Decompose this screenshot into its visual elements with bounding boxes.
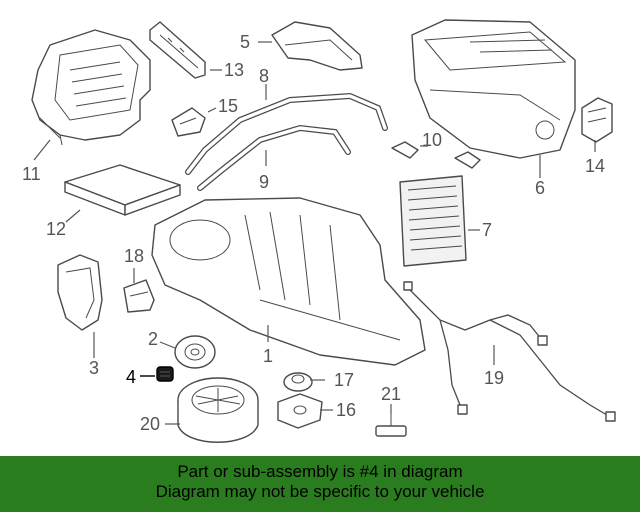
part-11-air-inlet-housing[interactable]: [31, 29, 151, 146]
callout-1: 1: [263, 346, 273, 366]
part-3-scroll[interactable]: [57, 254, 103, 331]
part-12-cabin-filter[interactable]: [64, 164, 181, 216]
part-17-grommet[interactable]: [283, 372, 313, 392]
part-21-sensor[interactable]: [375, 414, 407, 437]
callout-16: 16: [336, 400, 356, 420]
callout-8: 8: [259, 66, 269, 86]
part-7-heater-core[interactable]: [399, 175, 467, 267]
part-10-clips[interactable]: [391, 141, 481, 169]
callout-14: 14: [585, 156, 605, 176]
callout-21: 21: [381, 384, 401, 404]
info-banner: Part or sub-assembly is #4 in diagram Di…: [0, 456, 640, 512]
callout-labels: 5 13 8 15 10 14 11 9 6 12 7 18 2 1 3 19 …: [22, 32, 605, 434]
callout-2: 2: [148, 329, 158, 349]
callout-15: 15: [218, 96, 238, 116]
part-19-wiring-harness[interactable]: [403, 281, 616, 422]
callout-7: 7: [482, 220, 492, 240]
callout-20: 20: [140, 414, 160, 434]
part-6-hvac-case[interactable]: [411, 19, 576, 159]
part-8-hose[interactable]: [185, 92, 388, 175]
part-16-bracket[interactable]: [277, 393, 323, 429]
banner-line-1: Part or sub-assembly is #4 in diagram: [177, 462, 463, 481]
callout-12: 12: [46, 219, 66, 239]
part-5-duct[interactable]: [271, 21, 363, 71]
callout-9: 9: [259, 172, 269, 192]
part-15-module[interactable]: [171, 107, 206, 137]
callout-3: 3: [89, 358, 99, 378]
part-4-highlighted[interactable]: [156, 366, 174, 382]
callout-19: 19: [484, 368, 504, 388]
callout-4: 4: [126, 367, 136, 387]
callout-10: 10: [422, 130, 442, 150]
part-14-actuator[interactable]: [581, 97, 613, 143]
part-1-hvac-housing[interactable]: [151, 197, 426, 366]
part-20-blower-motor[interactable]: [177, 377, 259, 443]
part-9-hose[interactable]: [197, 124, 351, 191]
banner-line-2: Diagram may not be specific to your vehi…: [155, 482, 485, 501]
callout-6: 6: [535, 178, 545, 198]
callout-17: 17: [334, 370, 354, 390]
callout-18: 18: [124, 246, 144, 266]
part-18-actuator[interactable]: [123, 279, 155, 313]
callout-13: 13: [224, 60, 244, 80]
leader-lines: [33, 41, 596, 425]
part-13-bracket[interactable]: [149, 21, 206, 79]
callout-5: 5: [240, 32, 250, 52]
part-2-blower-wheel[interactable]: [174, 335, 216, 369]
callout-11: 11: [22, 164, 41, 184]
